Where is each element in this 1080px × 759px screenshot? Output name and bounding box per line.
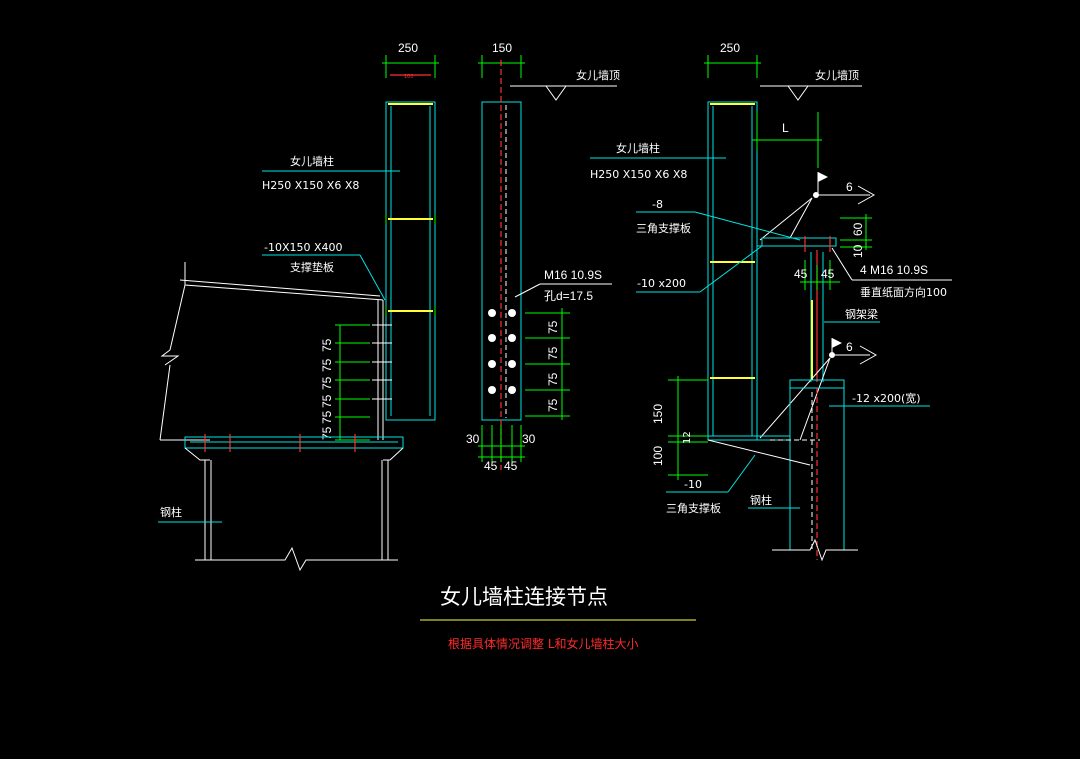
right-tri-plate: 三角支撑板	[636, 221, 691, 235]
middle-dim-45-left: 45	[484, 459, 498, 473]
right-dim-45-right: 45	[821, 267, 835, 281]
right-column-spec: H250 X150 X6 X8	[590, 168, 687, 181]
right-dim-10a: 10	[851, 244, 865, 258]
middle-dim-75-2: 75	[546, 346, 560, 360]
left-steel-column: 钢柱	[160, 505, 182, 519]
right-view: 250 女儿墙顶 L 女儿墙柱 H250 X150 X6 X8 6 -	[590, 41, 952, 562]
left-bolt-dim-4: 75	[320, 394, 334, 408]
middle-dim-45-right: 45	[504, 459, 518, 473]
right-plate-10x200: -10 x200	[637, 277, 686, 290]
right-dim-100: 100	[651, 446, 665, 466]
drawing-title: 女儿墙柱连接节点	[440, 585, 608, 609]
bolt-group	[488, 309, 516, 394]
middle-bolt-spec: M16 10.9S	[544, 268, 602, 282]
left-view: 250 100 女儿墙柱 H250 X150 X6 X8 -10X150 X40…	[158, 41, 439, 572]
right-tri-plate-2: 三角支撑板	[666, 501, 721, 515]
right-dim-250: 250	[720, 41, 740, 55]
right-section-6-top: 6	[846, 180, 853, 194]
middle-parapet-top: 女儿墙顶	[576, 68, 620, 82]
left-column-spec: H250 X150 X6 X8	[262, 179, 359, 192]
left-bolt-dim-6: 75	[320, 426, 334, 440]
middle-dim-30-left: 30	[466, 432, 480, 446]
left-bolt-dim-2: 75	[320, 358, 334, 372]
right-plate-12: -12 x200(宽)	[852, 391, 921, 405]
left-bolt-dim-3: 75	[320, 376, 334, 390]
right-plate-8: -8	[652, 198, 663, 211]
middle-dim-30-right: 30	[522, 432, 536, 446]
left-plate-name: 支撑垫板	[290, 260, 334, 274]
left-dim-250: 250	[398, 41, 418, 55]
right-dim-L: L	[782, 121, 789, 135]
middle-dim-150: 150	[492, 41, 512, 55]
middle-dim-75-4: 75	[546, 398, 560, 412]
right-steel-column: 钢柱	[750, 493, 772, 507]
title-block: 女儿墙柱连接节点 根据具体情况调整 L和女儿墙柱大小	[420, 585, 696, 651]
left-bolt-dim-1: 75	[320, 338, 334, 352]
right-dim-150: 150	[651, 404, 665, 424]
right-dim-12: 12	[682, 431, 693, 444]
middle-hole-spec: 孔d=17.5	[544, 289, 593, 303]
right-beam-label: 钢架梁	[845, 307, 878, 321]
middle-dim-75-1: 75	[546, 320, 560, 334]
left-column-label: 女儿墙柱	[290, 154, 334, 168]
left-bolt-dim-5: 75	[320, 410, 334, 424]
right-section-6-lower: 6	[846, 340, 853, 354]
right-dim-60: 60	[851, 222, 865, 236]
right-plate-10: -10	[684, 478, 702, 491]
right-dim-45-left: 45	[794, 267, 808, 281]
middle-dim-75-3: 75	[546, 372, 560, 386]
drawing-note: 根据具体情况调整 L和女儿墙柱大小	[448, 636, 639, 651]
right-parapet-top: 女儿墙顶	[815, 68, 859, 82]
right-column-label: 女儿墙柱	[616, 141, 660, 155]
left-dim-100: 100	[404, 74, 414, 80]
left-plate-spec: -10X150 X400	[264, 241, 343, 254]
right-bolt-note: 垂直纸面方向100	[860, 285, 947, 299]
right-bolt-spec: 4 M16 10.9S	[860, 263, 928, 277]
middle-view: 150 女儿墙顶 M16 10.9S 孔d=17.5 75 75 75 75	[466, 41, 620, 473]
